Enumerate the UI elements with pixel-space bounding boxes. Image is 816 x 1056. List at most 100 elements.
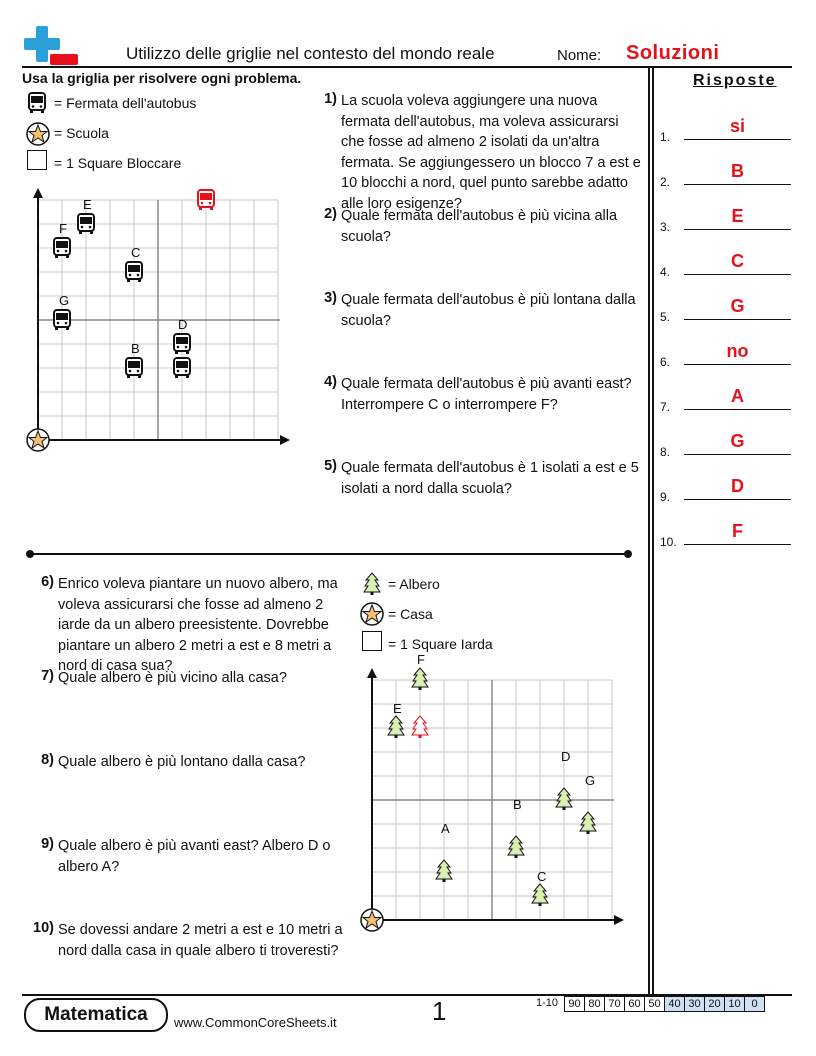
question-number: 1) [324,91,337,107]
square-icon [362,631,382,651]
answer-value: D [731,476,744,496]
tree-marker [411,715,429,738]
answer-number: 7. [660,400,671,414]
answer-number: 4. [660,265,671,279]
bus-stop-marker [53,237,71,258]
question-text: Enrico voleva piantare un nuovo albero, … [58,576,338,674]
grid-label-F: F [417,652,425,667]
answer-line [684,499,791,500]
bus-stop-marker [125,357,143,378]
answer-line [684,409,791,410]
question-text: Quale fermata dell'autobus è più lontana… [341,292,636,329]
answer-value: G [730,296,745,316]
answers-title: Risposte [693,72,777,89]
name-value: Soluzioni [626,42,720,64]
subject-badge: Matematica [24,998,168,1032]
grid-label-C: C [537,869,547,884]
question-text: Quale fermata dell'autobus è più vicina … [341,208,618,245]
school-star-icon [26,428,50,452]
tree-marker [555,787,573,810]
grid-label-B: B [513,797,522,812]
answer-line [684,454,791,455]
answer-line [684,544,791,545]
section-divider [30,553,628,555]
question-text: Quale albero è più vicino alla casa? [58,670,287,686]
question-text: Quale albero è più lontano dalla casa? [58,754,306,770]
answer-value: A [731,386,744,406]
answer-value: C [731,251,744,271]
question-number: 2) [324,206,337,222]
tree-grid [367,667,624,925]
divider-dot-right [624,550,632,558]
answer-value: F [732,521,743,541]
question-text: La scuola voleva aggiungere una nuova fe… [341,93,641,212]
tree-marker [579,811,597,834]
question-number: 6) [41,574,54,590]
tree-marker [411,667,429,690]
tree-icon [363,572,381,595]
score-cell: 10 [724,996,745,1012]
question-text: Se dovessi andare 2 metri a est e 10 met… [58,922,343,959]
score-cell: 50 [644,996,665,1012]
bus-stop-marker [197,189,215,210]
instructions: Usa la griglia per risolvere ogni proble… [22,70,302,86]
bus-stop-marker [53,309,71,330]
answer-line [684,274,791,275]
answer-number: 6. [660,355,671,369]
grid-label-A: A [441,821,450,836]
page-number: 1 [432,996,447,1026]
answer-value: B [731,161,744,181]
question-number: 5) [324,458,337,474]
score-cell: 0 [744,996,765,1012]
star-icon [360,602,384,626]
score-cell: 90 [564,996,585,1012]
question-number: 3) [324,290,337,306]
question-number: 9) [41,836,54,852]
house-star-icon [360,908,384,932]
legend-school-text: = Scuola [54,125,109,141]
answer-number: 5. [660,310,671,324]
bus-grid [33,188,290,445]
tree-marker [435,859,453,882]
question-number: 4) [324,374,337,390]
answer-value: G [730,431,745,451]
score-cell: 30 [684,996,705,1012]
grid-label-E: E [83,197,92,212]
page-title: Utilizzo delle griglie nel contesto del … [126,44,495,63]
divider-dot-left [26,550,34,558]
answer-number: 3. [660,220,671,234]
score-cell: 80 [584,996,605,1012]
score-cell: 60 [624,996,645,1012]
answer-line [684,184,791,185]
answer-line [684,364,791,365]
bus-icon [28,92,46,113]
score-cell: 20 [704,996,725,1012]
square-icon [27,150,47,170]
question-text: Quale albero è più avanti east? Albero D… [58,838,331,875]
bus-stop-marker [77,213,95,234]
answer-line [684,319,791,320]
footer-rule [22,994,792,996]
tree-marker [507,835,525,858]
bus-stop-marker [173,333,191,354]
answer-value: no [726,341,749,361]
answer-number: 10. [660,535,677,549]
tree-marker [387,715,405,738]
legend-tree-text: = Albero [388,576,440,592]
question-number: 7) [41,668,54,684]
grid-label-G: G [59,293,70,308]
answer-column-divider [648,66,650,996]
answer-line [684,139,791,140]
legend-bus-text: = Fermata dell'autobus [54,95,197,111]
grid-label-G: G [585,773,596,788]
question-text: Quale fermata dell'autobus è 1 isolati a… [341,460,639,497]
header-rule [22,66,792,68]
grid-label-F: F [59,221,67,236]
footer-url[interactable]: www.CommonCoreSheets.it [174,1015,337,1030]
grid-label-C: C [131,245,141,260]
star-icon [26,122,50,146]
answer-number: 9. [660,490,671,504]
score-cell: 40 [664,996,685,1012]
answer-number: 2. [660,175,671,189]
